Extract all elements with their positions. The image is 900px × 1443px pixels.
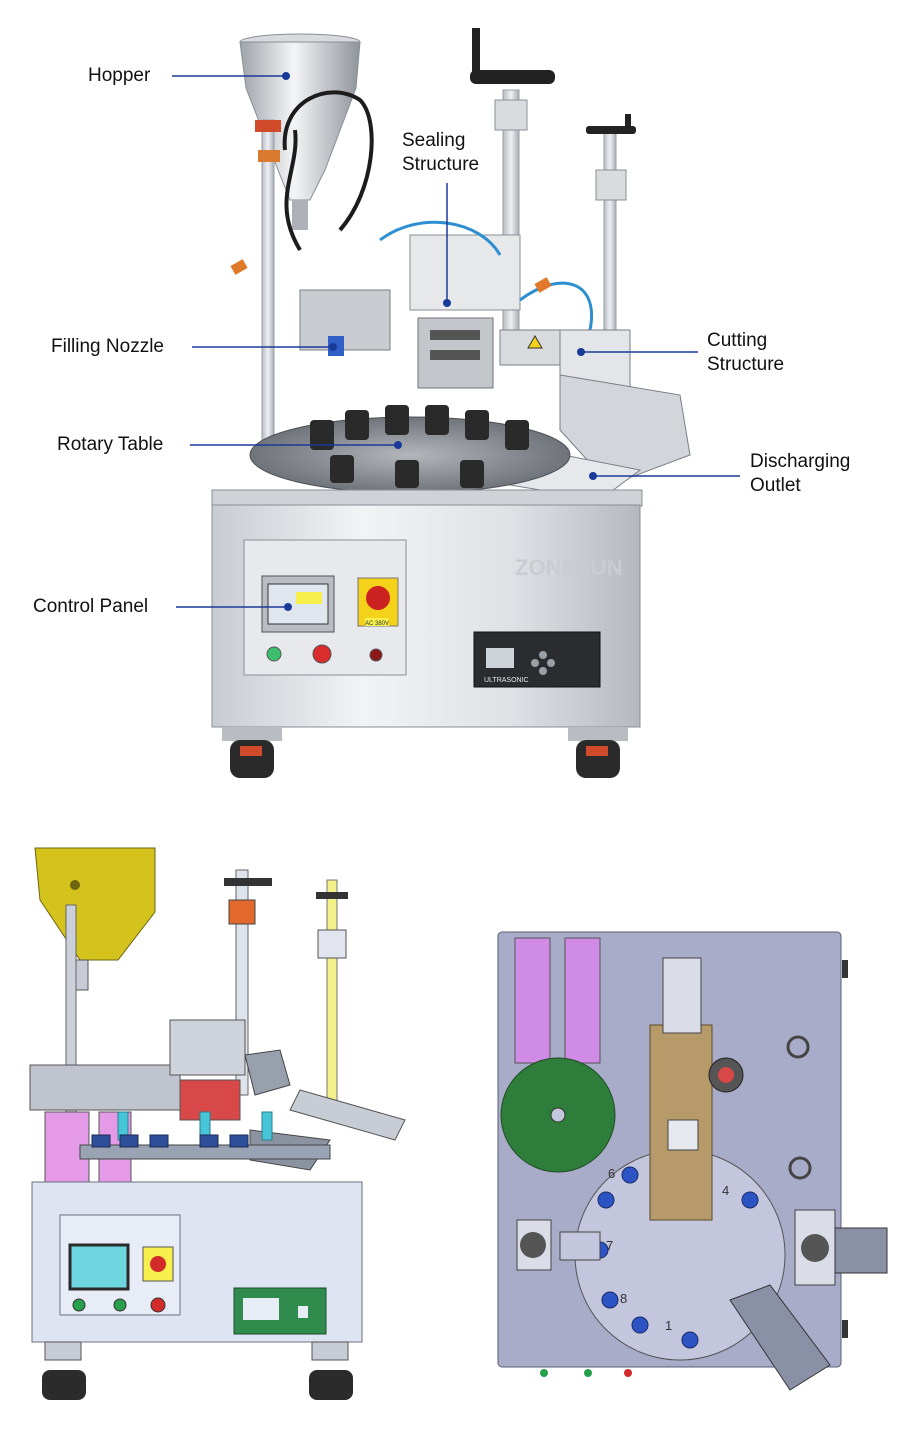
discharging-outlet-label-line1: Discharging: [750, 451, 851, 472]
sealing-structure-label-line2: Structure: [402, 154, 480, 175]
hopper-callout-dot: [282, 72, 290, 80]
top-view-number-8: 8: [620, 1291, 627, 1306]
voltage-label: AC 380V: [365, 621, 389, 627]
discharging-outlet-label: Discharging Outlet: [750, 450, 850, 498]
control-panel-label: Control Panel: [33, 596, 149, 617]
top-view-number-4: 4: [722, 1183, 729, 1198]
discharging-outlet-label-line2: Outlet: [750, 475, 801, 496]
top-view-number-1: 1: [665, 1318, 672, 1333]
discharging-callout-dot: [589, 472, 597, 480]
filling-nozzle-callout-dot: [329, 343, 337, 351]
cad-front-view: [29, 847, 406, 1400]
top-view-number-7: 7: [606, 1238, 613, 1253]
watermark-text: ZONESUN: [515, 555, 623, 580]
cutting-callout-dot: [577, 348, 585, 356]
control-panel-callout-dot: [284, 603, 292, 611]
machine-front-view: ULTRASONIC AC 380V ZONESUN: [211, 28, 691, 778]
sealing-callout-dot: [443, 299, 451, 307]
hopper-label: Hopper: [88, 65, 151, 86]
callout-lines: [172, 72, 740, 611]
cad-top-view: 1 4 6 7 8: [497, 931, 888, 1391]
ultrasonic-label: ULTRASONIC: [484, 677, 529, 684]
cutting-structure-label-line1: Cutting: [707, 330, 768, 351]
sealing-structure-label: Sealing Structure: [402, 129, 479, 177]
cutting-structure-label: Cutting Structure: [707, 329, 784, 377]
rotary-table-callout-dot: [394, 441, 402, 449]
filling-nozzle-label: Filling Nozzle: [51, 336, 164, 357]
rotary-table-label: Rotary Table: [57, 434, 164, 455]
sealing-structure-label-line1: Sealing: [402, 130, 466, 151]
hopper-part: [239, 33, 361, 230]
top-view-number-6: 6: [608, 1166, 615, 1181]
cutting-structure-label-line2: Structure: [707, 354, 785, 375]
